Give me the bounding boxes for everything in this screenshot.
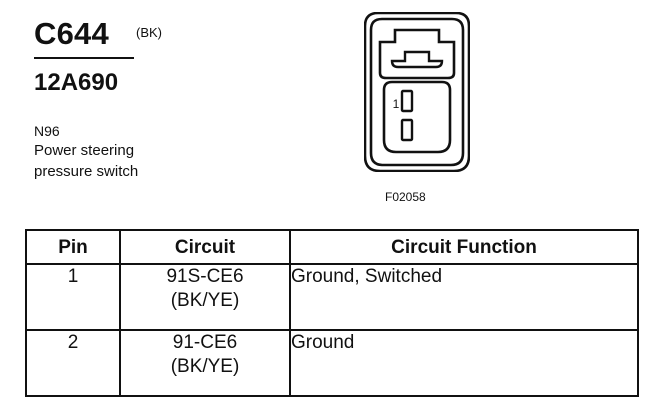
table-row: 2 91-CE6 (BK/YE) Ground [25,329,639,397]
circuit-id: 91S-CE6 [166,266,244,287]
connector-lock-tab [378,28,456,80]
header-pin: Pin [25,229,121,265]
connector-color-code: (BK) [136,25,162,40]
pin-cell: 1 [25,263,121,331]
header-circuit: Circuit [119,229,291,265]
circuit-cell: 91S-CE6 (BK/YE) [119,263,291,331]
table-row: 1 91S-CE6 (BK/YE) Ground, Switched [25,263,639,331]
pin-2-terminal [400,118,414,142]
circuit-cell: 91-CE6 (BK/YE) [119,329,291,397]
pin-1-terminal [400,89,414,113]
connector-latch [390,50,444,69]
pinout-table: Pin Circuit Circuit Function 1 91S-CE6 (… [25,229,639,397]
part-number: 12A690 [34,69,119,96]
circuit-color: (BK/YE) [170,356,240,377]
connector-pin-cavity [382,80,452,154]
figure-code: F02058 [385,190,426,204]
connector-id: C644 [34,16,109,51]
connector-outer-housing [364,12,470,172]
header-circuit-function: Circuit Function [289,229,639,265]
circuit-function-cell: Ground, Switched [289,263,639,331]
component-code: N96 [34,123,60,139]
pin-cell: 2 [25,329,121,397]
pin-1-label: 1 [393,97,400,111]
header-divider [34,57,134,59]
circuit-function-cell: Ground [289,329,639,397]
connector-face-icon [364,12,470,172]
connector-face-diagram: 1 [364,12,470,172]
component-description: Power steering pressure switch [34,142,139,180]
table-header-row: Pin Circuit Circuit Function [25,229,639,265]
circuit-id: 91-CE6 [172,332,238,353]
connector-inner-housing [369,17,465,167]
circuit-color: (BK/YE) [170,290,240,311]
